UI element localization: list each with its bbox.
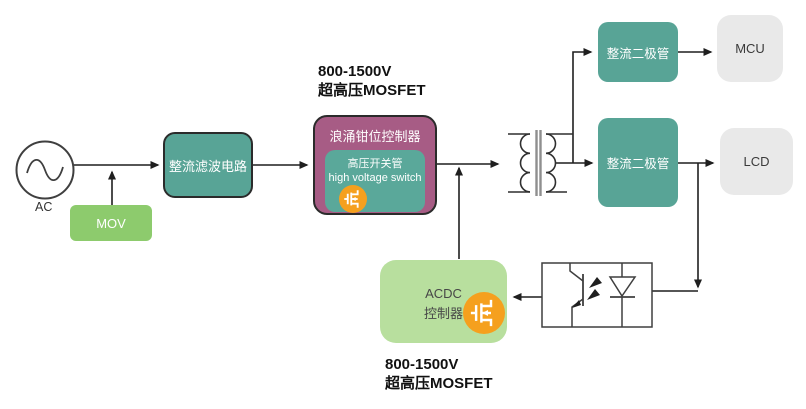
optocoupler-symbol	[541, 262, 653, 328]
mcu-label: MCU	[735, 41, 765, 56]
acdc-controller-label-line1: ACDC	[425, 286, 462, 301]
mov-label: MOV	[96, 215, 126, 231]
rectifier-filter-label: 整流滤波电路	[168, 158, 247, 174]
mcu-block: MCU	[717, 15, 783, 82]
surge-clamp-controller-label: 浪涌钳位控制器	[329, 129, 421, 144]
ac-source-label: AC	[35, 200, 53, 214]
rectifier-diode-bottom-block: 整流二极管	[598, 118, 678, 207]
mov-block: MOV	[70, 205, 152, 241]
mosfet-icon	[339, 185, 367, 213]
mosfet-note-bottom-line2: 超高压MOSFET	[385, 375, 493, 392]
wires	[74, 48, 715, 301]
rectifier-filter-block: 整流滤波电路	[163, 132, 253, 198]
high-voltage-switch-block: 高压开关管 high voltage switch	[325, 150, 425, 213]
surge-clamp-controller-block: 浪涌钳位控制器 高压开关管 high voltage switch	[313, 115, 437, 215]
mosfet-note-bottom: 800-1500V 超高压MOSFET	[385, 355, 493, 393]
rectifier-diode-bottom-label: 整流二极管	[606, 157, 670, 171]
mosfet-note-top-line1: 800-1500V	[318, 63, 392, 80]
transformer-symbol	[508, 130, 573, 196]
rectifier-diode-top-block: 整流二极管	[598, 22, 678, 82]
mosfet-icon	[463, 292, 505, 334]
ac-source-symbol	[15, 140, 75, 200]
acdc-controller-label-line2: 控制器	[423, 306, 463, 321]
high-voltage-switch-label-cn: 高压开关管	[347, 158, 403, 170]
mosfet-note-top-line2: 超高压MOSFET	[318, 82, 426, 99]
lcd-block: LCD	[720, 128, 793, 195]
mosfet-note-bottom-line1: 800-1500V	[385, 356, 459, 373]
acdc-controller-block: ACDC 控制器	[380, 260, 507, 343]
mosfet-note-top: 800-1500V 超高压MOSFET	[318, 62, 426, 100]
high-voltage-switch-label-en: high voltage switch	[328, 172, 422, 184]
rectifier-diode-top-label: 整流二极管	[606, 46, 670, 61]
lcd-label: LCD	[743, 154, 770, 169]
